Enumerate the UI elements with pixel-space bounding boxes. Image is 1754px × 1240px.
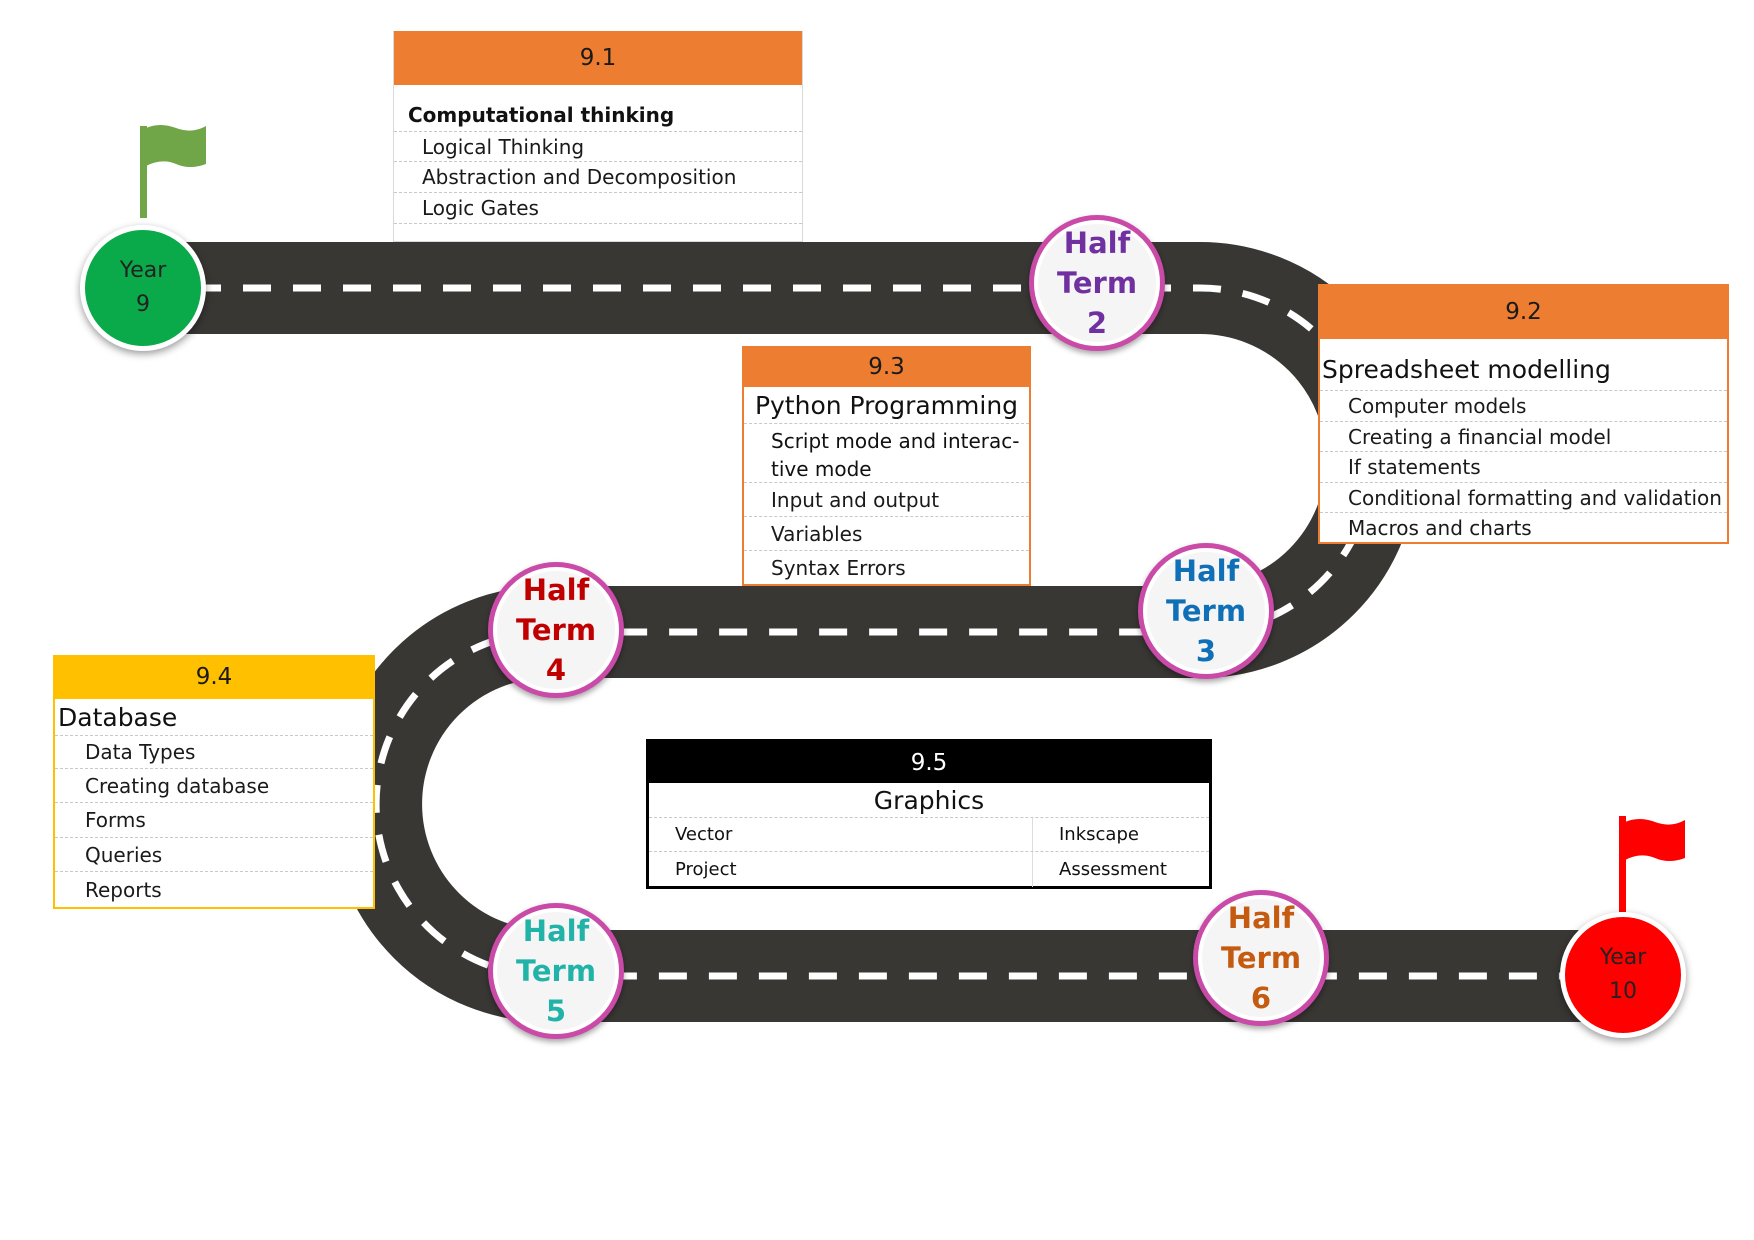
half-term-3-line2: Term: [1165, 594, 1247, 628]
card-9-5-item: Inkscape: [1059, 824, 1139, 845]
card-9-1-code: 9.1: [579, 45, 617, 71]
card-9-5-item: Assessment: [1059, 859, 1167, 880]
card-9-3-title: Python Programming: [744, 387, 1029, 424]
start-year-value: 9: [136, 292, 150, 318]
half-term-5-milestone: Half Term 5: [488, 903, 624, 1039]
card-9-3-item: Syntax Errors: [771, 555, 906, 580]
half-term-3-number: 3: [1195, 634, 1217, 668]
half-term-4-number: 4: [545, 653, 567, 687]
end-flag-pole: [1619, 816, 1626, 912]
card-9-1-item: Logic Gates: [394, 193, 802, 224]
card-9-5-title: Graphics: [649, 783, 1209, 818]
card-9-2-header: 9.2: [1320, 284, 1727, 339]
card-9-4-title: Database: [55, 699, 373, 736]
card-9-1-item: Abstraction and Decomposition: [394, 162, 802, 193]
card-9-3-code: 9.3: [868, 353, 905, 380]
card-9-3-item: Script mode and interac- tive mode: [744, 424, 1029, 483]
card-9-3-item: Input and output: [744, 483, 1029, 517]
card-9-4-item: Queries: [55, 838, 373, 872]
half-term-2-number: 2: [1086, 306, 1108, 340]
card-9-3-header: 9.3: [744, 346, 1029, 387]
card-9-2-code: 9.2: [1505, 298, 1542, 325]
card-9-5-code: 9.5: [910, 749, 948, 776]
card-9-5-item: Project: [649, 852, 1033, 887]
card-9-5-header: 9.5: [649, 742, 1209, 783]
half-term-2-line2: Term: [1056, 266, 1138, 300]
card-9-2-item: Macros and charts: [1348, 515, 1532, 540]
card-9-4-item: Data Types: [55, 736, 373, 769]
start-year-label: Year: [119, 257, 167, 283]
half-term-2-milestone: Half Term 2: [1029, 215, 1165, 351]
topic-card-9-4: 9.4 Database Data Types Creating databas…: [53, 655, 375, 909]
card-9-1-header: 9.1: [394, 31, 802, 85]
half-term-5-line1: Half: [522, 914, 590, 948]
end-year-label: Year: [1599, 944, 1647, 970]
topic-card-9-5: 9.5 Graphics Vector Inkscape Project Ass…: [646, 739, 1212, 889]
topic-card-9-1: 9.1 Computational thinking Logical Think…: [393, 31, 803, 242]
card-9-3-item: Variables: [744, 517, 1029, 551]
card-9-2-item: If statements: [1320, 452, 1727, 483]
card-9-4-code: 9.4: [195, 664, 233, 690]
end-flag-icon: [1625, 819, 1685, 861]
road-lane-marking: [143, 284, 1623, 980]
card-9-4-header: 9.4: [55, 655, 373, 699]
half-term-6-number: 6: [1250, 981, 1272, 1015]
card-9-1-item: Logical Thinking: [394, 132, 802, 162]
half-term-6-line2: Term: [1220, 941, 1302, 975]
half-term-6-line1: Half: [1227, 901, 1295, 935]
half-term-2-line1: Half: [1063, 226, 1131, 260]
half-term-4-milestone: Half Term 4: [488, 562, 624, 698]
start-flag-pole: [140, 126, 147, 218]
start-flag-icon: [146, 125, 206, 167]
topic-card-9-2: 9.2 Spreadsheet modelling Computer model…: [1318, 284, 1729, 544]
half-term-5-number: 5: [545, 994, 567, 1028]
start-year-milestone: Year 9: [80, 225, 206, 351]
card-9-4-item: Reports: [85, 877, 162, 902]
card-9-2-item: Creating a financial model: [1320, 422, 1727, 452]
card-9-1-title: Computational thinking: [394, 99, 802, 132]
end-year-milestone: Year 10: [1560, 912, 1686, 1038]
end-year-value: 10: [1609, 979, 1637, 1005]
half-term-4-line1: Half: [522, 573, 590, 607]
half-term-4-line2: Term: [515, 613, 597, 647]
card-9-2-title: Spreadsheet modelling: [1320, 339, 1727, 391]
card-9-4-item: Creating database: [55, 769, 373, 803]
card-9-2-item: Computer models: [1320, 391, 1727, 422]
half-term-6-milestone: Half Term 6: [1193, 890, 1329, 1026]
half-term-3-milestone: Half Term 3: [1138, 543, 1274, 679]
card-9-4-item: Forms: [55, 803, 373, 838]
half-term-5-line2: Term: [515, 954, 597, 988]
card-9-5-item: Vector: [649, 818, 1033, 851]
half-term-3-line1: Half: [1172, 554, 1240, 588]
card-9-2-item: Conditional formatting and validation: [1320, 483, 1727, 513]
topic-card-9-3: 9.3 Python Programming Script mode and i…: [742, 346, 1031, 586]
